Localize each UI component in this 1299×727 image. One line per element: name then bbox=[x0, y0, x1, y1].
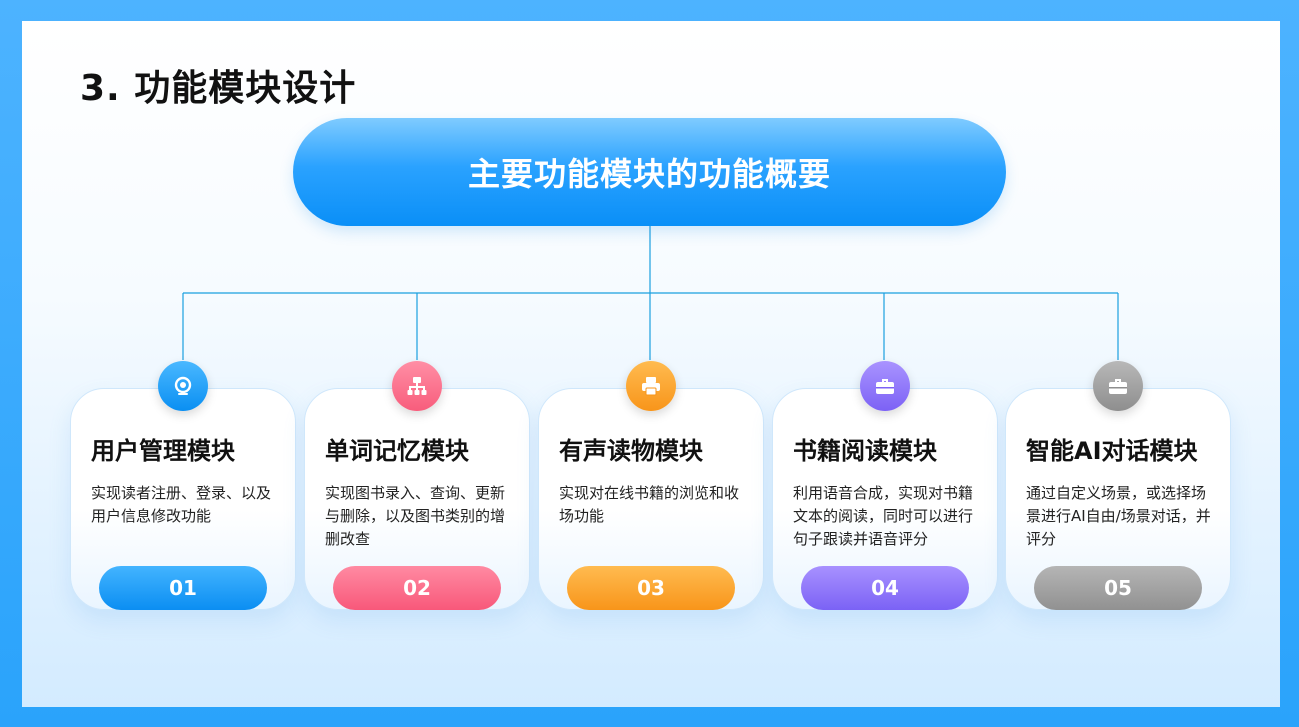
toolbox-icon bbox=[1093, 361, 1143, 411]
sitemap-icon bbox=[392, 361, 442, 411]
module-number-badge: 05 bbox=[1034, 566, 1202, 610]
module-number-badge: 02 bbox=[333, 566, 501, 610]
module-title: 书籍阅读模块 bbox=[793, 437, 937, 465]
module-number-badge: 01 bbox=[99, 566, 267, 610]
module-card-ai-dialogue: 智能AI对话模块 通过自定义场景，或选择场景进行AI自由/场景对话，并评分 05 bbox=[1005, 361, 1231, 610]
module-title: 用户管理模块 bbox=[91, 437, 235, 465]
module-card-reading: 书籍阅读模块 利用语音合成，实现对书籍文本的阅读，同时可以进行句子跟读并语音评分… bbox=[772, 361, 998, 610]
webcam-icon bbox=[158, 361, 208, 411]
page-title: 3. 功能模块设计 bbox=[80, 68, 357, 109]
slide: 3. 功能模块设计 主要功能模块的功能概要 用户管理模块 实现读者注册、登录、以… bbox=[22, 21, 1280, 707]
module-title: 单词记忆模块 bbox=[325, 437, 469, 465]
main-summary-label: 主要功能模块的功能概要 bbox=[467, 155, 831, 193]
module-card-user: 用户管理模块 实现读者注册、登录、以及用户信息修改功能 01 bbox=[70, 361, 296, 610]
main-summary-pill: 主要功能模块的功能概要 bbox=[293, 118, 1006, 226]
module-desc: 实现对在线书籍的浏览和收场功能 bbox=[559, 484, 740, 525]
module-title: 智能AI对话模块 bbox=[1026, 437, 1198, 465]
module-title: 有声读物模块 bbox=[559, 437, 703, 465]
connector-lines bbox=[182, 226, 1119, 360]
printer-icon bbox=[626, 361, 676, 411]
module-desc: 利用语音合成，实现对书籍文本的阅读，同时可以进行句子跟读并语音评分 bbox=[793, 484, 974, 548]
toolbox-icon bbox=[860, 361, 910, 411]
module-desc: 通过自定义场景，或选择场景进行AI自由/场景对话，并评分 bbox=[1026, 484, 1211, 548]
module-number-badge: 03 bbox=[567, 566, 735, 610]
module-card-words: 单词记忆模块 实现图书录入、查询、更新与删除，以及图书类别的增删改查 02 bbox=[304, 361, 530, 610]
module-number-badge: 04 bbox=[801, 566, 969, 610]
module-desc: 实现图书录入、查询、更新与删除，以及图书类别的增删改查 bbox=[325, 484, 506, 548]
module-desc: 实现读者注册、登录、以及用户信息修改功能 bbox=[91, 484, 272, 525]
module-card-audiobooks: 有声读物模块 实现对在线书籍的浏览和收场功能 03 bbox=[538, 361, 764, 610]
